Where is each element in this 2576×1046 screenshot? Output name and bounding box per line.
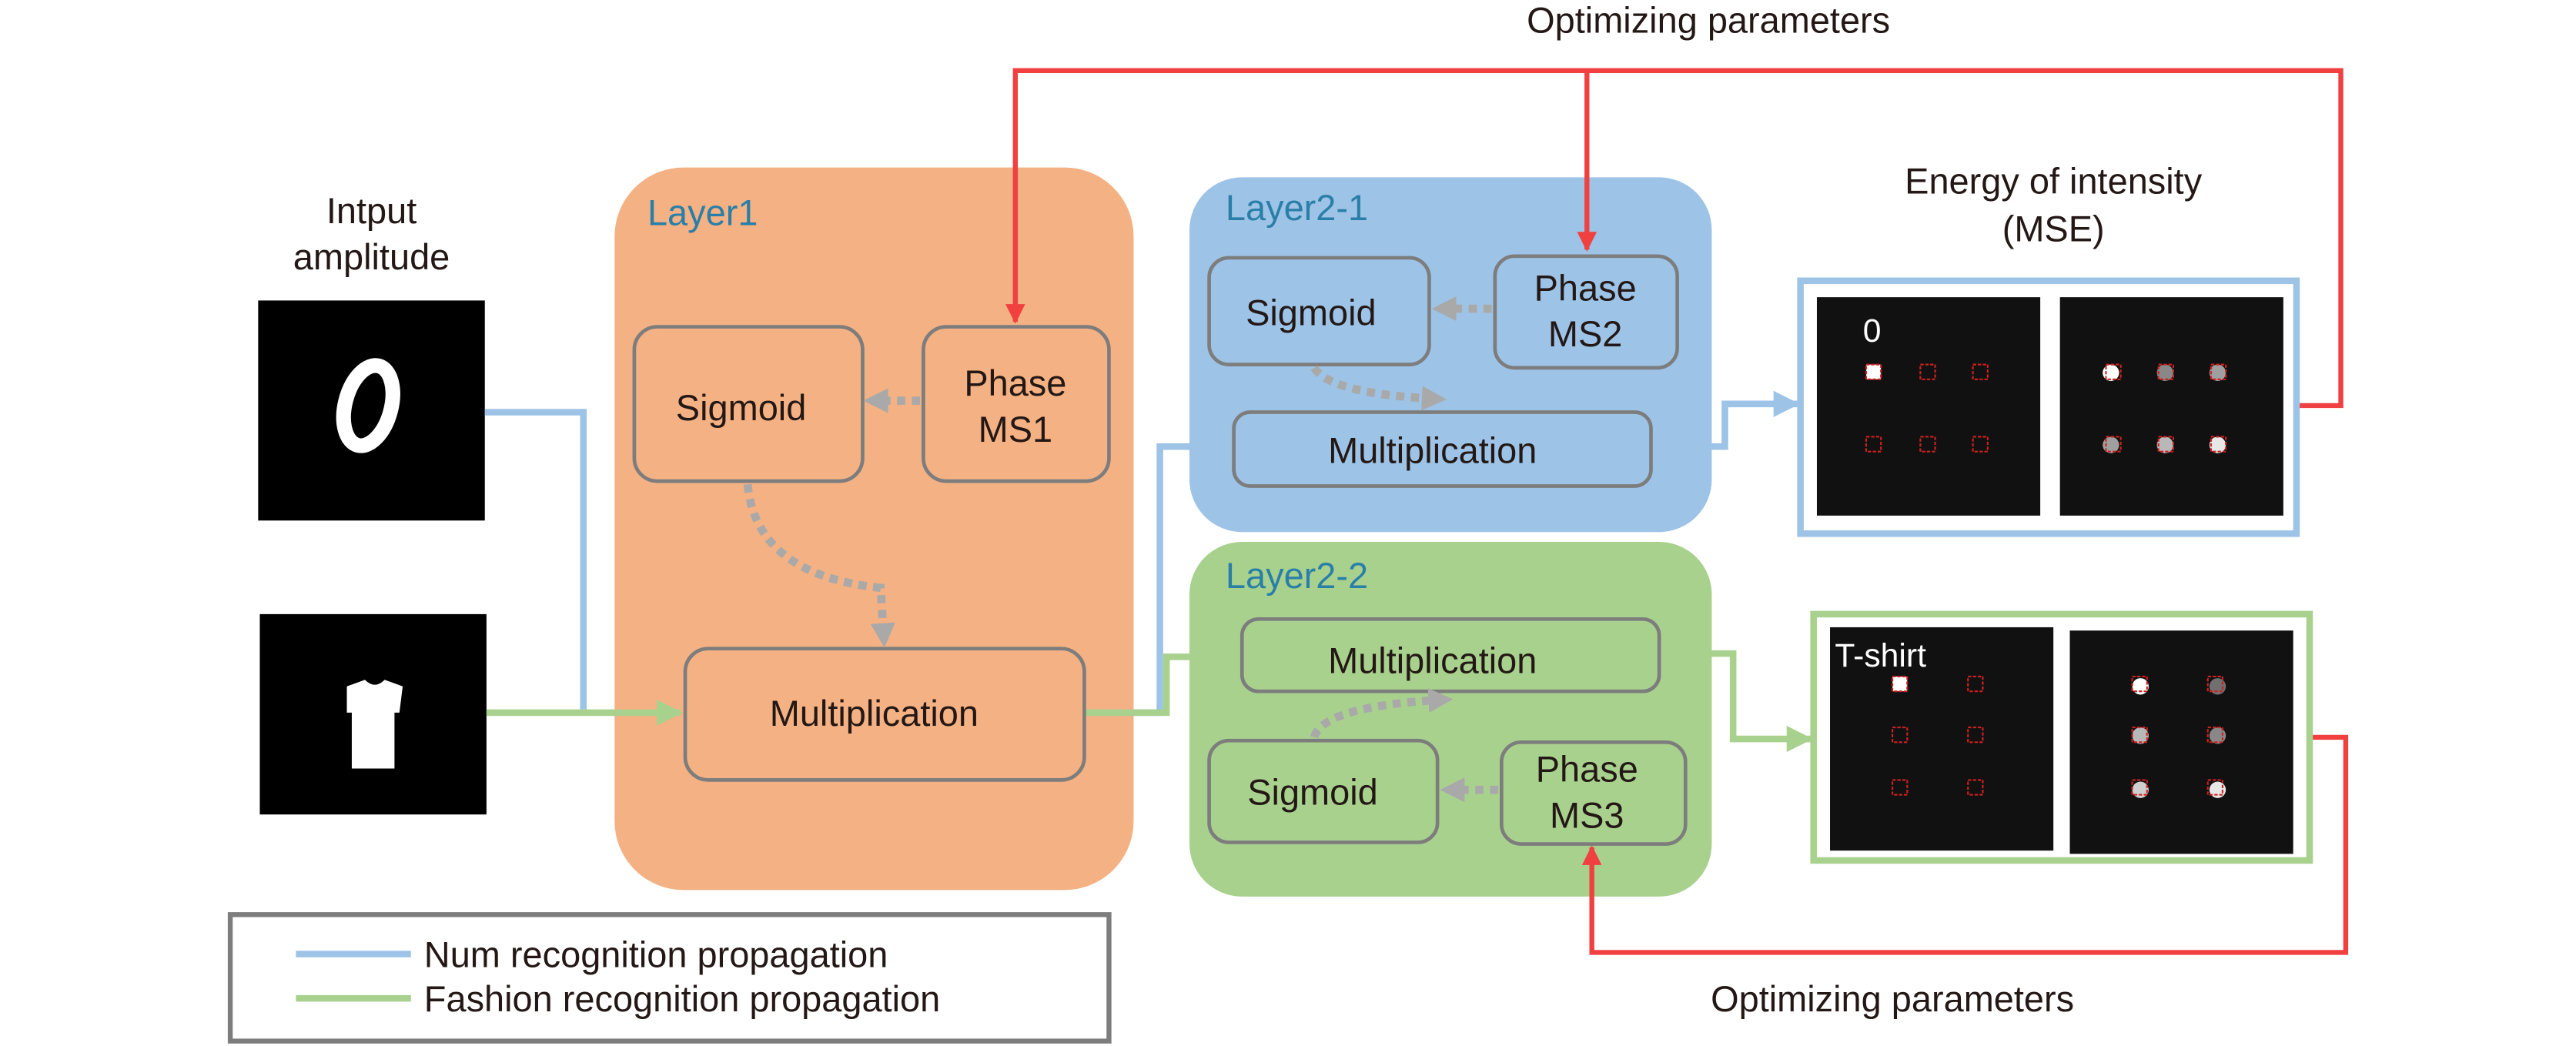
layer2-2-phase-node: Phase MS3: [1500, 740, 1688, 846]
num-path-to-output: [1651, 390, 1800, 450]
intensity-spot: [2132, 781, 2149, 798]
legend-fashion-label: Fashion recognition propagation: [424, 979, 940, 1019]
layer2-1-phase-label: Phase: [1534, 268, 1637, 308]
num-path-input: [484, 409, 587, 710]
top-optimizing-label: Optimizing parameters: [1527, 1, 1890, 41]
legend-num-label: Num recognition propagation: [424, 935, 888, 975]
output-title-line1: Energy of intensity: [1905, 162, 2203, 202]
layer1-panel: [614, 167, 1134, 891]
intensity-spot: [2209, 364, 2226, 381]
fashion-path-l1-to-l2-2: [1084, 653, 1243, 717]
detector-region: [2210, 436, 2227, 453]
layer1-mult-node: Multiplication: [683, 647, 1086, 782]
detector-region: [1919, 436, 1936, 453]
detector-region: [2206, 727, 2223, 744]
detector-region: [1972, 436, 1989, 453]
output-title-line2: (MSE): [2002, 209, 2105, 249]
layer2-2-title: Layer2-2: [1226, 556, 1368, 596]
layer1-mult-label: Multiplication: [770, 693, 979, 734]
input-title-line2: amplitude: [293, 237, 450, 277]
layer2-1-sigmoid-label: Sigmoid: [1246, 292, 1377, 333]
detector-region: [2206, 779, 2223, 796]
fashion-output-panel: T-shirt: [1810, 610, 2313, 864]
detector-region: [2157, 436, 2174, 453]
feedback-fashion-path: [1581, 734, 2349, 955]
intensity-spot: [2156, 364, 2173, 381]
num-output-intensity: [2059, 297, 2283, 516]
num-target-pattern: [1816, 297, 2041, 516]
input-digit-image: [258, 300, 485, 521]
detector-region: [2210, 363, 2227, 380]
layer2-2-panel: [1189, 542, 1712, 897]
detector-region: [1892, 727, 1909, 744]
num-output-panel: 0: [1797, 277, 2300, 537]
detector-region: [1967, 727, 1984, 744]
layer1-phase-node: Phase MS1: [922, 325, 1111, 483]
detector-region: [1967, 779, 1984, 796]
layer2-1-dotted-sigmoid-to-mult: [1310, 365, 1447, 411]
layer2-2-sigmoid-label: Sigmoid: [1247, 772, 1378, 812]
layer1-ms-label: MS1: [979, 409, 1052, 449]
fashion-target-pattern: [1830, 627, 2054, 851]
detector-region: [2131, 779, 2148, 796]
layer1-sigmoid-label: Sigmoid: [676, 388, 807, 428]
fashion-class-label: T-shirt: [1835, 637, 1926, 674]
detector-region: [1967, 675, 1984, 693]
layer2-1-sigmoid-node: Sigmoid: [1207, 256, 1431, 366]
legend: Num recognition propagation Fashion reco…: [227, 912, 1112, 1044]
layer2-1-title: Layer2-1: [1226, 188, 1368, 228]
detector-region: [2131, 727, 2148, 744]
layer1-title: Layer1: [647, 192, 758, 232]
layer1-sigmoid-node: Sigmoid: [632, 325, 865, 483]
intensity-spot: [2209, 436, 2226, 453]
layer2-1-mult-label: Multiplication: [1328, 431, 1537, 471]
detector-region: [1865, 436, 1882, 453]
layer2-1-ms-label: MS2: [1548, 314, 1622, 354]
bottom-optimizing-label: Optimizing parameters: [1711, 979, 2074, 1019]
input-title-line1: Intput: [326, 191, 417, 231]
layer2-2-mult-label: Multiplication: [1328, 641, 1537, 681]
layer1-dotted-sigmoid-to-mult: [743, 483, 895, 648]
detector-region: [1972, 363, 1989, 380]
layer2-1-mult-node: Multiplication: [1232, 410, 1653, 488]
layer2-2-dotted-sigmoid-to-mult: [1310, 688, 1454, 739]
feedback-num-path: [1005, 68, 2343, 409]
detector-region: [1892, 779, 1909, 796]
detector-region: [1892, 675, 1909, 693]
input-tshirt-image: [259, 613, 487, 815]
detector-region: [2206, 675, 2223, 693]
detector-region: [2157, 363, 2174, 380]
layer2-2-ms-label: MS3: [1550, 795, 1624, 835]
layer2-1-panel: [1189, 177, 1712, 533]
intensity-spot: [2156, 436, 2173, 453]
layer1-phase-label: Phase: [964, 363, 1066, 403]
detector-region: [1865, 363, 1882, 380]
detector-region: [2131, 675, 2148, 693]
layer2-1-phase-node: Phase MS2: [1493, 254, 1679, 370]
layer2-2-sigmoid-node: Sigmoid: [1207, 738, 1440, 844]
detector-region: [2105, 436, 2122, 453]
fashion-output-intensity: [2069, 630, 2293, 854]
fashion-path-to-output: [1659, 650, 1813, 753]
num-class-label: 0: [1863, 312, 1882, 349]
detector-region: [1919, 363, 1936, 380]
intensity-spot: [2132, 727, 2149, 744]
layer2-2-phase-label: Phase: [1536, 750, 1638, 790]
detector-region: [2105, 363, 2122, 380]
